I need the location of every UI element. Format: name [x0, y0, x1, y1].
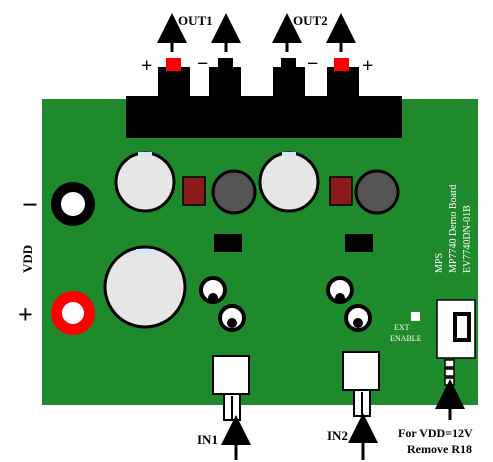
vdd-plus-sign: + — [18, 300, 33, 329]
board-text-mps: MPS — [434, 253, 445, 273]
out2-minus-tab — [281, 58, 296, 71]
capacitor-c2 — [258, 151, 320, 213]
out1-label: OUT1 — [178, 13, 213, 28]
board-text-model: MP7740 Demo Board — [448, 185, 459, 273]
r18-pads — [444, 359, 455, 386]
inductor-l2 — [354, 169, 400, 215]
input-connector-in2 — [342, 351, 380, 417]
note-line2: Remove R18 — [407, 442, 472, 456]
vdd-label: VDD — [20, 245, 35, 273]
board-text-part: EV7740DN-01B — [462, 205, 473, 273]
vdd-minus-sign: − — [22, 190, 38, 221]
output-terminal-posts — [158, 67, 359, 107]
out1-plus-sign: + — [141, 55, 152, 77]
out1-minus-tab — [218, 58, 233, 71]
trim-component-left — [199, 276, 246, 332]
trim-component-right — [326, 276, 372, 332]
out2-label: OUT2 — [293, 13, 328, 28]
out1-plus-tab — [166, 58, 181, 71]
pcb-board — [42, 99, 478, 405]
out2-plus-tab — [334, 58, 349, 71]
out2-minus-sign: − — [307, 53, 318, 75]
out2-plus-sign: + — [362, 55, 373, 77]
in1-label: IN1 — [197, 432, 218, 447]
capacitor-c3 — [103, 245, 187, 329]
inductor-l1 — [211, 169, 257, 215]
input-connector-in1 — [212, 355, 250, 421]
resistor-r1 — [182, 176, 206, 206]
ext-enable-indicator — [411, 312, 420, 321]
in2-label: IN2 — [327, 428, 348, 443]
ic-u1 — [214, 234, 242, 252]
note-line1: For VDD=12V — [398, 426, 473, 440]
out1-minus-sign: − — [197, 53, 208, 75]
ic-u2 — [345, 234, 373, 252]
enable-label: ENABLE — [390, 334, 422, 343]
resistor-r2 — [329, 176, 353, 206]
ext-label: EXT — [394, 323, 410, 332]
capacitor-c1 — [114, 151, 176, 213]
